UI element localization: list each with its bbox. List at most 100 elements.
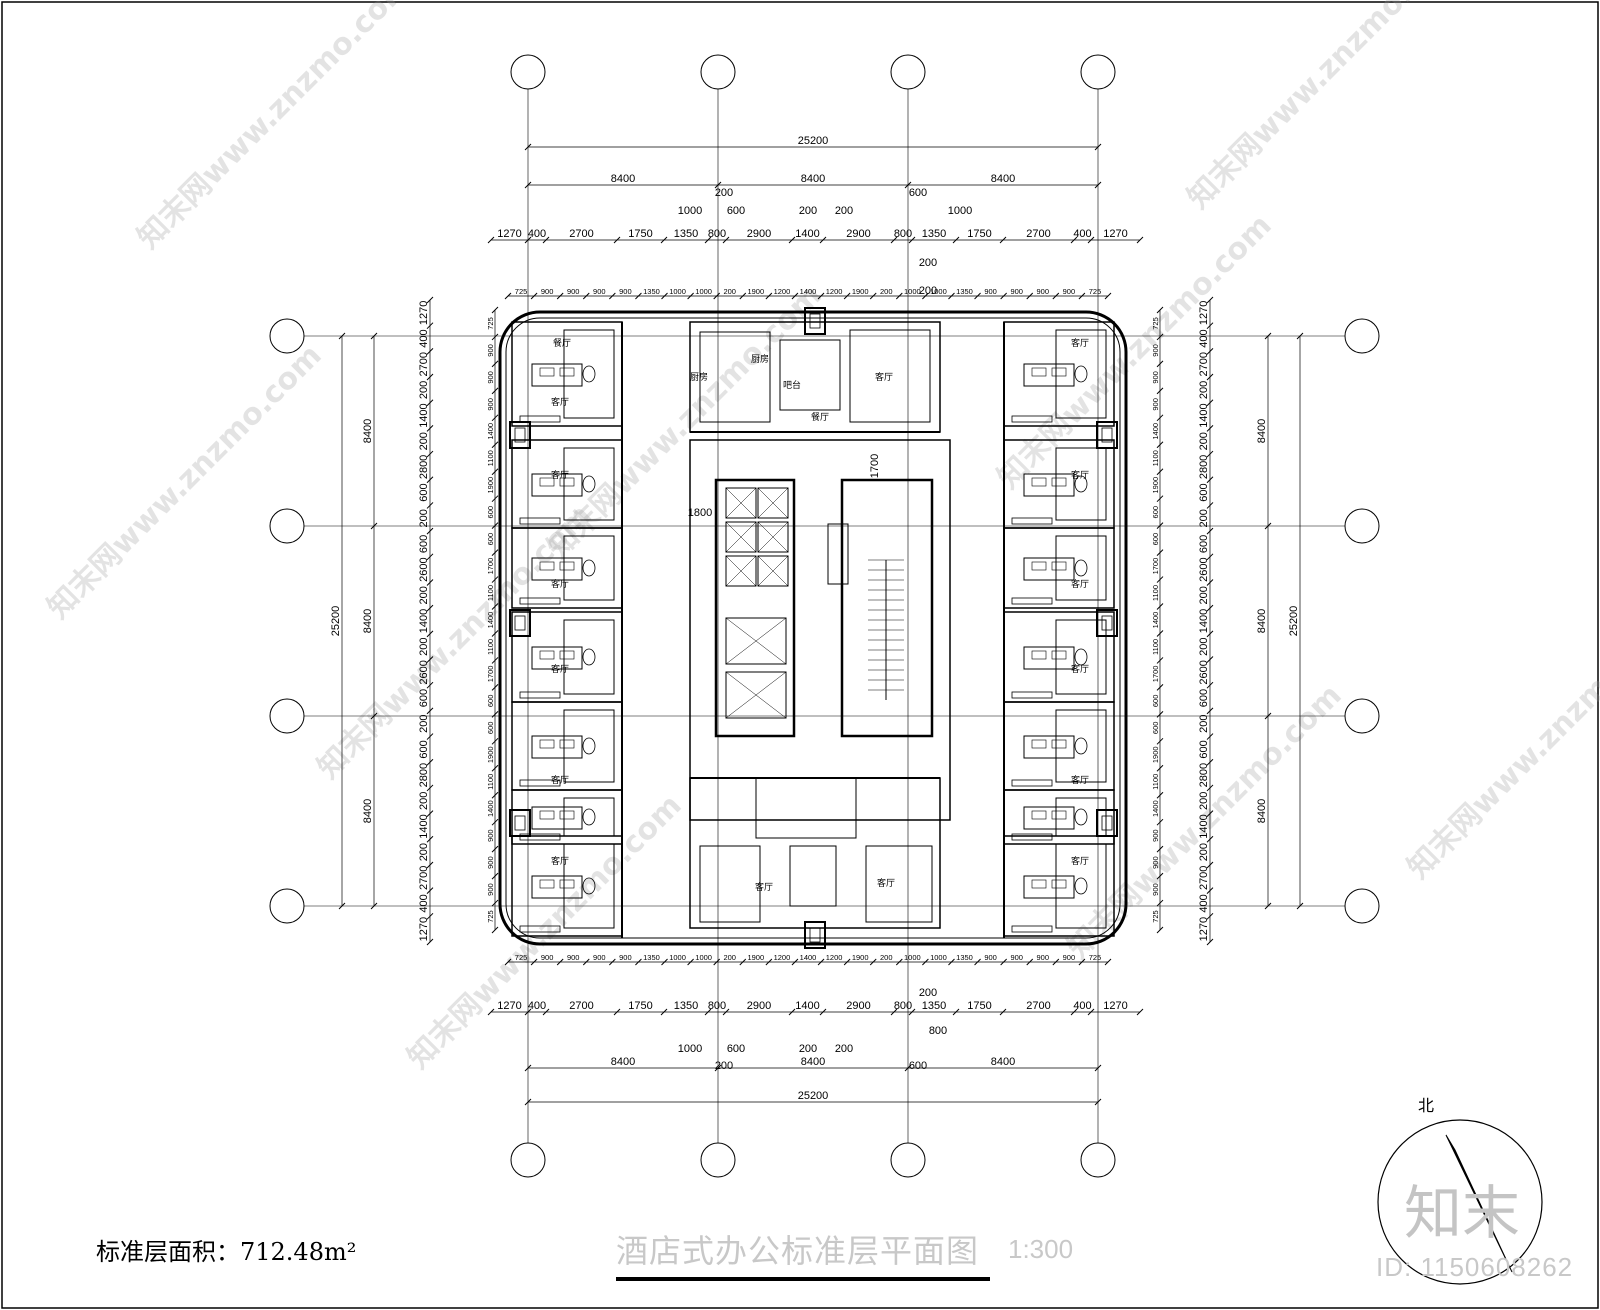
axis-bubble [510,1142,546,1178]
column-core [514,427,526,443]
dimension-tick [491,576,499,583]
corridor-ring [689,439,951,821]
dimension-tick [1264,712,1272,720]
dimension-text: 900 [1010,953,1023,962]
bed [1023,806,1075,830]
bathroom [563,843,615,929]
dimension-tick [817,292,825,300]
dimension-tick [1136,236,1144,244]
watermark-text: 知末网www.znzmo.com [131,0,419,256]
dimension-text: 725 [515,287,528,296]
dimension-tick [1156,710,1164,718]
dimension-tick [1206,707,1214,715]
dimension-text: 25200 [330,606,342,637]
dimension-tick [704,1008,712,1016]
column-core [809,313,821,329]
kitchen-counter [1011,691,1053,699]
dimension-tick [613,1008,621,1016]
dimension-tick [1156,306,1164,314]
dimension-tick [1206,348,1214,355]
dimension-text: 1000 [948,205,972,217]
dimension-text: 2900 [747,228,771,240]
dimension-tick [660,1008,668,1016]
room-labels: 餐厅客厅客厅客厅客厅客厅客厅客厅客厅客厅客厅客厅客厅厨房厨房吧台餐厅客厅客厅客厅 [551,337,1089,893]
dimension-tick [491,737,499,745]
elevator-car [725,671,787,719]
structural-column [509,609,531,637]
kitchen-counter [1011,779,1053,787]
dimension-tick [1206,758,1214,766]
dimension-tick [426,348,434,355]
dimension-text: 1270 [497,228,521,240]
dimension-text: 200 [1198,638,1210,656]
dimension-tick [491,603,499,610]
pillow [1051,561,1067,571]
dimension-text: 200 [1198,792,1210,810]
dimension-tick [426,707,434,715]
pillow [539,477,555,487]
dimension-text: 1900 [852,287,869,296]
dimension-tick [491,845,499,853]
dimension-text: 1000 [669,287,686,296]
room-label: 客厅 [875,371,893,383]
dimension-text: 1000 [695,953,712,962]
dimension-text: 2900 [747,1000,771,1012]
dimension-tick [974,958,981,966]
dimension-tick [1206,579,1214,586]
dimension-text: 2700 [1026,1000,1050,1012]
toilet-icon [1074,648,1088,666]
dimension-text: 1100 [486,585,495,601]
dimension-tick [904,181,912,189]
dimension-text: 1000 [930,287,947,296]
dimension-tick [370,332,378,340]
dimension-tick [426,758,434,766]
dimension-text: 1270 [1198,917,1210,941]
toilet-icon [582,808,596,826]
dimension-text: 2700 [418,866,430,890]
dimension-tick [922,292,929,300]
kitchen-counter [1011,517,1053,525]
dimension-text: 400 [418,894,430,912]
dimension-tick [556,292,564,300]
elevator-cross [725,617,787,665]
dimension-text: 1900 [1151,477,1160,494]
dimension-text: 200 [1198,843,1210,861]
dimension-text: 8400 [611,173,635,185]
dimension-tick [426,630,434,638]
dimension-tick [1206,784,1214,792]
watermark-text: 知末网www.znzmo.com [541,278,829,566]
dimension-tick [1206,527,1214,535]
elevator-cross [725,487,757,519]
dimension-tick [426,733,434,740]
dimension-tick [608,958,616,966]
dimension-text: 900 [1037,287,1050,296]
dimension-tick [974,292,981,300]
dimension-tick [491,710,499,718]
dimension-text: 900 [619,953,632,962]
dimension-text: 1200 [774,953,791,962]
dimension-tick [819,1008,827,1016]
dimension-tick [524,1064,532,1072]
dimension-text: 1700 [486,558,495,575]
dimension-text: 725 [486,317,495,330]
dimension-tick [426,476,434,484]
dimension-text: 8400 [801,173,825,185]
dimension-tick [635,958,642,966]
toilet-icon [1074,475,1088,493]
dimension-tick [869,292,877,300]
exterior-wall-inner [505,317,1121,939]
dimension-text: 725 [1089,953,1102,962]
dimension-text: 1400 [418,814,430,838]
dimension-text: 900 [1151,371,1160,384]
dimension-tick [765,292,773,300]
dimension-tick [999,236,1007,244]
dimension-tick [1094,1064,1102,1072]
dimension-text: 900 [486,829,495,842]
bathroom [1055,797,1107,837]
dimension-text: 200 [418,638,430,656]
north-label: 北 [1418,1096,1435,1115]
dimension-text: 1350 [922,228,946,240]
dimension-text: 1000 [930,953,947,962]
dimension-tick [338,332,346,340]
dimension-text: 1750 [967,228,991,240]
